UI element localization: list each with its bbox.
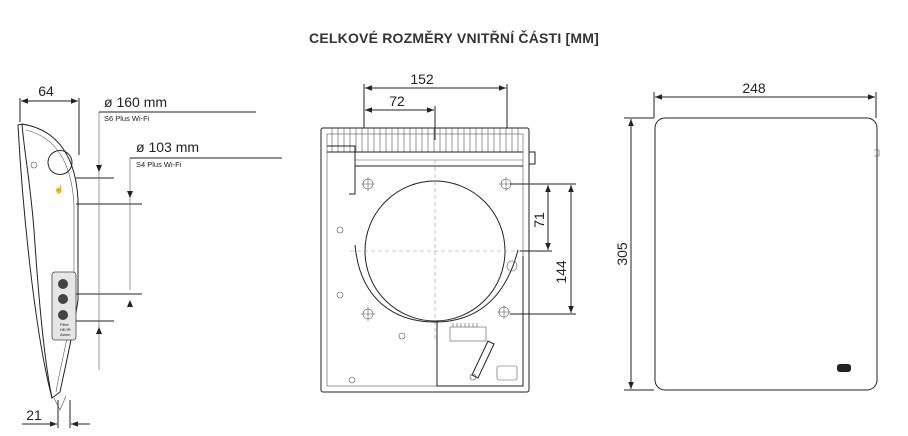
- panel-button-3: [58, 310, 68, 320]
- front-panel-edge: [17, 123, 53, 399]
- hand-icon: ☝: [54, 184, 64, 194]
- dim-152-label: 152: [410, 71, 434, 87]
- panel-label-heir: HE/IR: [60, 327, 71, 332]
- dim-144-label: 144: [553, 260, 569, 284]
- dim-305-label: 305: [614, 242, 630, 266]
- screw-hole-bottom-left: [361, 307, 375, 321]
- back-inner-frame: [326, 133, 524, 387]
- drawing-title: CELKOVÉ ROZMĚRY VNITŘNÍ ČÁSTI [MM]: [309, 30, 599, 46]
- duct-small-model: S4 Plus Wi-Fi: [136, 160, 182, 169]
- duct-large-label: ø 160 mm: [104, 94, 167, 110]
- arrow-down: [96, 165, 102, 172]
- right-clip: [529, 151, 536, 165]
- front-view: 248 305: [614, 80, 880, 391]
- top-fins: [327, 128, 523, 167]
- unit-side-profile: [21, 123, 79, 399]
- small-hole: [336, 226, 344, 234]
- arrow-up: [96, 327, 102, 334]
- knob-shape: [47, 150, 73, 175]
- screw-hole-bottom-right: [497, 305, 511, 319]
- back-view: 152 72: [320, 71, 576, 393]
- small-hole: [398, 332, 406, 340]
- connector: [496, 365, 518, 381]
- housing-arc: [354, 244, 519, 323]
- small-hole: [506, 260, 518, 272]
- control-panel: [51, 271, 77, 341]
- dim-21-label: 21: [26, 407, 42, 423]
- dim-72-label: 72: [389, 93, 405, 109]
- terminal-pins: [452, 323, 478, 327]
- cable-screw: [469, 373, 477, 381]
- left-bracket: [327, 145, 356, 195]
- dim-248-label: 248: [742, 80, 766, 96]
- small-hole: [336, 291, 344, 299]
- side-tab: [874, 149, 880, 157]
- duct-large-model: S6 Plus Wi-Fi: [104, 114, 150, 123]
- arrow-down: [127, 191, 133, 198]
- front-panel: [654, 117, 878, 391]
- terminal-block: [449, 326, 487, 342]
- logo-badge: [837, 364, 851, 372]
- small-hole: [348, 376, 356, 384]
- bottom-lip: [53, 395, 67, 411]
- side-view: 64 ☝ Filter HE/IR Alarm ø 160 mm S6 Plus: [17, 83, 282, 428]
- panel-button-2: [58, 294, 68, 304]
- panel-label-filter: Filter: [60, 322, 70, 327]
- arrow-up: [127, 300, 133, 307]
- panel-button-1: [58, 279, 68, 289]
- inner-profile: [25, 129, 75, 393]
- screw-hole-top-left: [361, 177, 375, 191]
- back-frame: [320, 127, 530, 393]
- dim-71-label: 71: [531, 212, 547, 228]
- dim-64-label: 64: [38, 83, 54, 99]
- panel-label-alarm: Alarm: [60, 332, 71, 337]
- knob-icon: [30, 161, 38, 169]
- electronics-compartment: [436, 256, 524, 387]
- cable-clamp: [471, 340, 495, 379]
- duct-small-label: ø 103 mm: [136, 139, 199, 155]
